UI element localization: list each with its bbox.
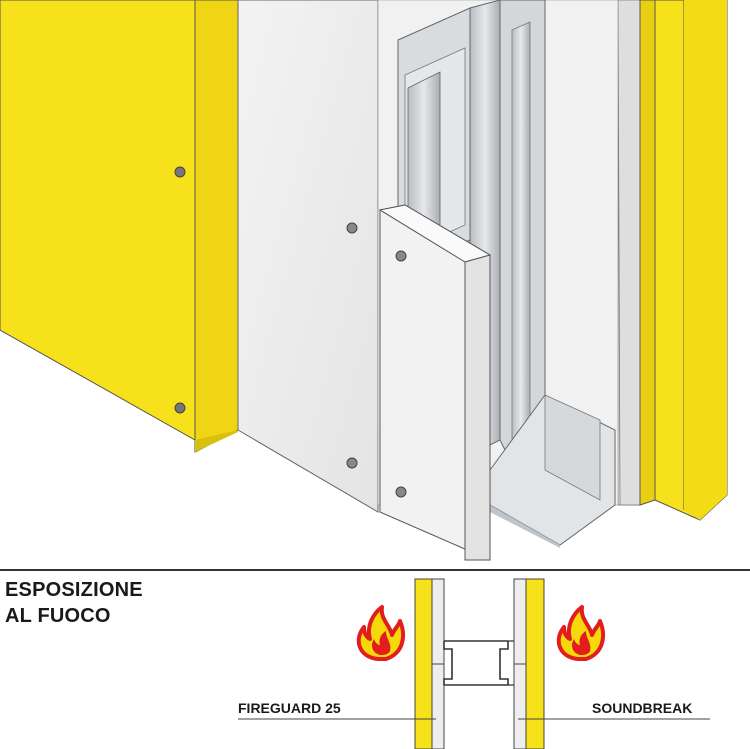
left-board-section bbox=[414, 578, 445, 749]
wall-section-illustration bbox=[0, 0, 728, 561]
front-white-board bbox=[378, 204, 492, 561]
right-yellow-board bbox=[639, 0, 728, 521]
left-yellow-board bbox=[0, 0, 239, 453]
exposure-title-line2: AL FUOCO bbox=[5, 605, 111, 627]
screw-icon bbox=[346, 457, 358, 469]
stud-profile bbox=[443, 640, 514, 686]
screw-icon bbox=[174, 402, 186, 414]
screw-icon bbox=[395, 486, 407, 498]
soundbreak-label: SOUNDBREAK bbox=[592, 700, 693, 716]
fireguard-label: FIREGUARD 25 bbox=[238, 700, 341, 716]
flame-icon bbox=[356, 605, 405, 661]
screw-icon bbox=[395, 250, 407, 262]
screw-icon bbox=[346, 222, 358, 234]
steel-stud bbox=[397, 0, 546, 471]
flame-icon bbox=[556, 605, 605, 661]
bottom-track bbox=[489, 394, 616, 548]
right-board-section bbox=[513, 578, 545, 749]
left-white-board bbox=[237, 0, 379, 513]
fire-exposure-section bbox=[238, 578, 710, 749]
screws bbox=[174, 166, 407, 498]
exposure-title-line1: ESPOSIZIONE bbox=[5, 579, 143, 601]
screw-icon bbox=[174, 166, 186, 178]
section-divider bbox=[0, 569, 750, 571]
